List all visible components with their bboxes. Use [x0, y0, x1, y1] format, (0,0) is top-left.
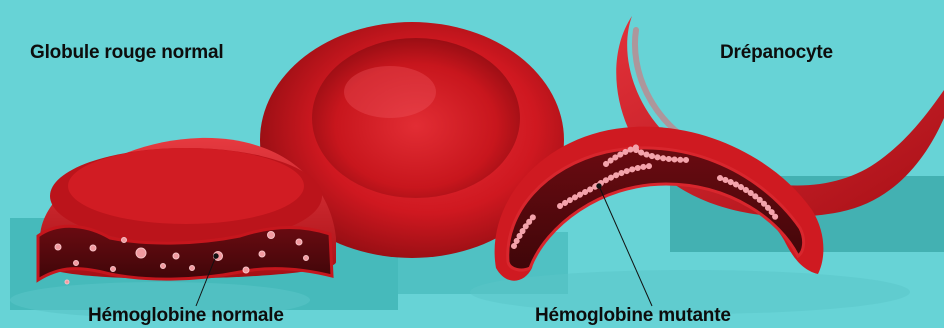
- normal-hemoglobin-label: Hémoglobine normale: [88, 305, 284, 327]
- sickle-cell-label: Drépanocyte: [720, 42, 833, 64]
- normal-cell-label: Globule rouge normal: [30, 42, 223, 64]
- mutant-hemoglobin-label: Hémoglobine mutante: [535, 305, 731, 327]
